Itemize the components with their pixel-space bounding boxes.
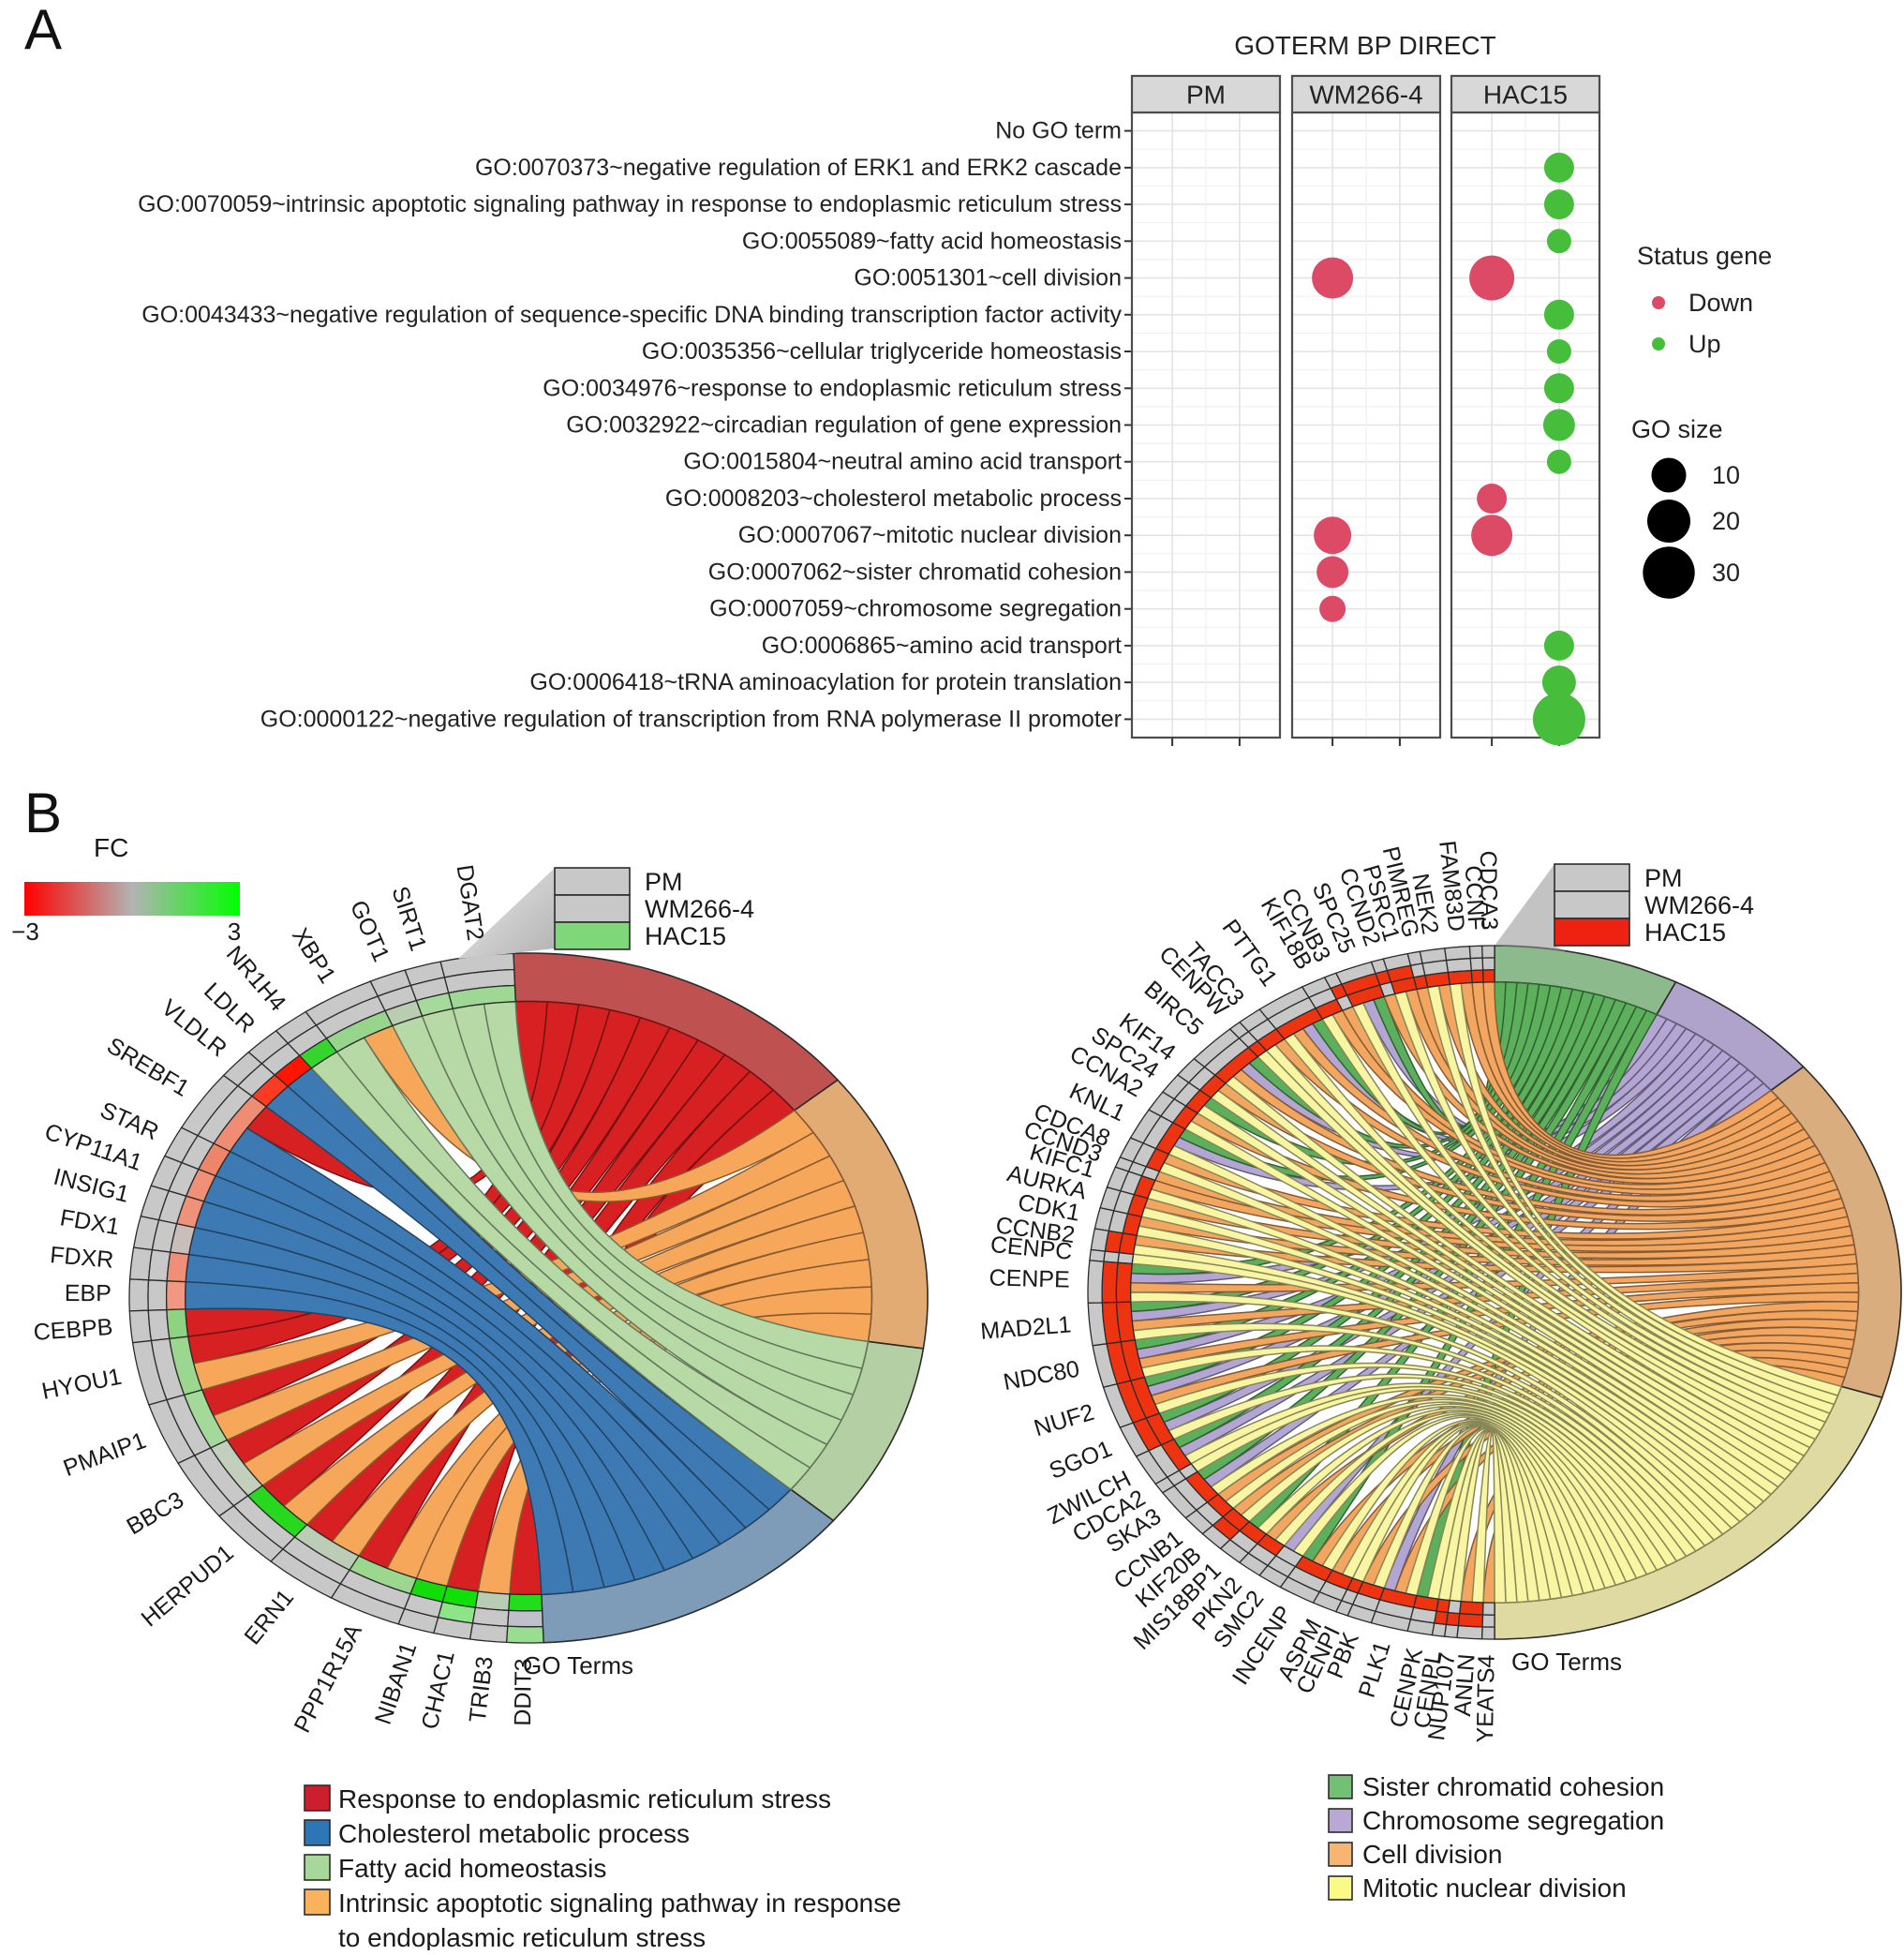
svg-text:Fatty acid homeostasis: Fatty acid homeostasis <box>338 1854 606 1883</box>
svg-text:GO:0006865~amino acid transpor: GO:0006865~amino acid transport <box>762 633 1122 659</box>
svg-text:GO Terms: GO Terms <box>1511 1648 1622 1676</box>
svg-text:GO:0032922~circadian regulatio: GO:0032922~circadian regulation of gene … <box>566 412 1122 439</box>
svg-text:CEBPB: CEBPB <box>33 1314 114 1346</box>
svg-text:Response to endoplasmic reticu: Response to endoplasmic reticulum stress <box>338 1784 831 1813</box>
svg-text:GO:0008203~cholesterol metabol: GO:0008203~cholesterol metabolic process <box>665 485 1122 512</box>
svg-text:GO:0006418~tRNA aminoacylation: GO:0006418~tRNA aminoacylation for prote… <box>529 669 1122 695</box>
svg-text:20: 20 <box>1712 507 1740 535</box>
svg-text:Cell division: Cell division <box>1362 1840 1502 1869</box>
svg-text:GO size: GO size <box>1631 415 1723 443</box>
svg-text:GO:0007062~sister chromatid co: GO:0007062~sister chromatid cohesion <box>708 559 1122 585</box>
svg-text:GO:0015804~neutral amino acid: GO:0015804~neutral amino acid transport <box>683 449 1122 475</box>
svg-text:Down: Down <box>1688 289 1753 317</box>
svg-text:to endoplasmic reticulum stres: to endoplasmic reticulum stress <box>338 1923 706 1950</box>
svg-text:ANLN: ANLN <box>1450 1653 1480 1718</box>
svg-text:GO:0035356~cellular triglyceri: GO:0035356~cellular triglyceride homeost… <box>642 338 1122 365</box>
svg-text:HAC15: HAC15 <box>645 922 726 950</box>
svg-text:GO Terms: GO Terms <box>523 1651 633 1679</box>
svg-text:Cholesterol metabolic process: Cholesterol metabolic process <box>338 1819 690 1848</box>
svg-text:WM266-4: WM266-4 <box>1644 891 1754 919</box>
svg-text:GO:0007067~mitotic nuclear div: GO:0007067~mitotic nuclear division <box>738 522 1122 548</box>
svg-text:CDCA3: CDCA3 <box>1475 850 1502 930</box>
svg-text:HAC15: HAC15 <box>1483 81 1568 110</box>
svg-text:Status gene: Status gene <box>1637 242 1772 270</box>
svg-text:YEATS4: YEATS4 <box>1472 1654 1500 1743</box>
svg-text:30: 30 <box>1712 559 1740 587</box>
svg-text:GO:0007059~chromosome segregat: GO:0007059~chromosome segregation <box>709 596 1122 622</box>
svg-text:GO:0051301~cell division: GO:0051301~cell division <box>854 265 1122 291</box>
svg-text:Mitotic nuclear division: Mitotic nuclear division <box>1362 1873 1627 1903</box>
svg-text:10: 10 <box>1712 461 1740 489</box>
svg-text:PM: PM <box>1186 81 1226 110</box>
svg-text:EBP: EBP <box>65 1280 112 1306</box>
svg-text:DDIT3: DDIT3 <box>510 1658 537 1726</box>
svg-text:GO:0055089~fatty acid homeosta: GO:0055089~fatty acid homeostasis <box>742 228 1122 254</box>
svg-text:−3: −3 <box>11 918 39 946</box>
svg-text:FDXR: FDXR <box>49 1242 114 1274</box>
svg-text:GO:0000122~negative regulation: GO:0000122~negative regulation of transc… <box>260 706 1122 732</box>
svg-text:3: 3 <box>228 918 241 946</box>
svg-text:Chromosome segregation: Chromosome segregation <box>1362 1806 1664 1835</box>
svg-text:GO:0043433~negative regulation: GO:0043433~negative regulation of sequen… <box>141 302 1122 328</box>
svg-text:FC: FC <box>94 833 128 862</box>
svg-text:GOTERM BP DIRECT: GOTERM BP DIRECT <box>1234 31 1496 60</box>
svg-text:GO:0070059~intrinsic apoptotic: GO:0070059~intrinsic apoptotic signaling… <box>138 191 1122 217</box>
svg-text:CENPE: CENPE <box>989 1264 1070 1292</box>
svg-text:GO:0034976~response to endopla: GO:0034976~response to endoplasmic retic… <box>543 375 1122 401</box>
svg-text:GO:0070373~negative regulation: GO:0070373~negative regulation of ERK1 a… <box>475 155 1122 181</box>
svg-text:No GO term: No GO term <box>995 118 1122 144</box>
svg-text:HAC15: HAC15 <box>1644 918 1726 947</box>
svg-text:Intrinsic apoptotic signaling: Intrinsic apoptotic signaling pathway in… <box>338 1888 901 1918</box>
svg-text:PM: PM <box>1644 864 1683 892</box>
svg-text:PM: PM <box>645 868 683 896</box>
svg-text:B: B <box>24 782 62 844</box>
svg-text:Sister chromatid cohesion: Sister chromatid cohesion <box>1362 1772 1664 1801</box>
svg-text:CCNF: CCNF <box>1460 865 1490 932</box>
svg-text:WM266-4: WM266-4 <box>645 895 754 923</box>
svg-text:Up: Up <box>1688 330 1721 358</box>
svg-text:A: A <box>24 0 62 61</box>
svg-text:WM266-4: WM266-4 <box>1309 81 1422 110</box>
